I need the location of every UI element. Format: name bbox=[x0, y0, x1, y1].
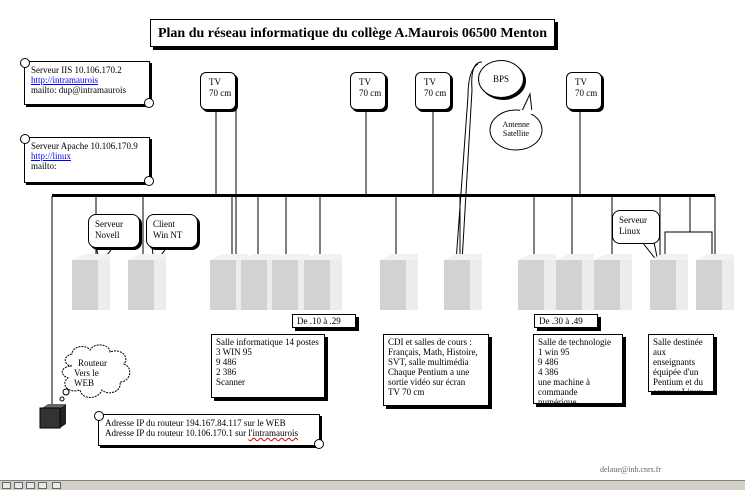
backbone-bus bbox=[52, 194, 715, 197]
tv-label: TV bbox=[209, 77, 221, 87]
tv-3: TV 70 cm bbox=[415, 72, 451, 110]
computer-cdi-1 bbox=[380, 254, 418, 310]
novell-callout: Serveur Novell bbox=[88, 214, 140, 248]
room-line: commande numérique bbox=[538, 387, 578, 407]
page-view-icon[interactable] bbox=[38, 482, 47, 489]
room-line: Salle informatique 14 postes bbox=[216, 337, 319, 347]
iis-server-note: Serveur IIS 10.106.170.2 http://intramau… bbox=[20, 58, 154, 108]
room-line: 3 WIN 95 bbox=[216, 347, 252, 357]
iis-server-address: Serveur IIS 10.106.170.2 bbox=[31, 65, 122, 75]
computer-info-4 bbox=[304, 254, 342, 310]
author-email[interactable]: delaue@inh.cnrs.fr bbox=[600, 465, 662, 474]
router-device-icon bbox=[39, 404, 66, 429]
antenna-label: Antenne Satellite bbox=[496, 120, 536, 138]
iis-server-mail[interactable]: mailto: dup@intramaurois bbox=[31, 85, 127, 95]
room-line: TV 70 cm bbox=[388, 387, 425, 397]
computer-techno-3 bbox=[594, 254, 632, 310]
range-label: De .10 à .29 bbox=[292, 314, 356, 328]
antenna-line: Satellite bbox=[502, 129, 530, 138]
computer-cdi-2 bbox=[444, 254, 482, 310]
client-callout: Client Win NT bbox=[146, 214, 198, 248]
router-cloud-shape bbox=[59, 344, 131, 402]
intramaurois-word: l'intramaurois bbox=[248, 428, 299, 438]
linux-callout: Serveur Linux bbox=[612, 210, 660, 244]
room-line: Salle destinée bbox=[653, 337, 703, 347]
computer-teachers bbox=[696, 254, 734, 310]
tv-size: 70 cm bbox=[209, 88, 232, 98]
room-line: équipée d'un bbox=[653, 367, 699, 377]
callout-line: Win NT bbox=[153, 230, 183, 240]
outline-view-icon[interactable] bbox=[26, 482, 35, 489]
tv-label: TV bbox=[359, 77, 371, 87]
room-line: Scanner bbox=[216, 377, 245, 387]
router-ip-intranet-text: Adresse IP du routeur 10.106.170.1 sur bbox=[105, 428, 249, 438]
router-line: WEB bbox=[74, 378, 94, 388]
computer-client bbox=[128, 254, 166, 310]
tv-size: 70 cm bbox=[424, 88, 447, 98]
antenna-line: Antenne bbox=[502, 120, 530, 129]
room-line: Pentium et du bbox=[653, 377, 703, 387]
scroll-left-icon[interactable] bbox=[52, 482, 61, 489]
tv-size: 70 cm bbox=[359, 88, 382, 98]
iis-server-link[interactable]: http://intramaurois bbox=[31, 75, 98, 85]
tv-size: 70 cm bbox=[575, 88, 598, 98]
router-ip-web: Adresse IP du routeur 194.167.84.117 sur… bbox=[105, 418, 286, 428]
computer-linux-server bbox=[650, 254, 688, 310]
room-techno: Salle de technologie 1 win 95 9 486 4 38… bbox=[533, 334, 623, 407]
apache-server-link[interactable]: http://linux bbox=[31, 151, 72, 161]
callout-line: Novell bbox=[95, 230, 120, 240]
status-bar bbox=[0, 480, 745, 490]
bps-label: BPS bbox=[492, 74, 509, 84]
computer-techno-2 bbox=[556, 254, 594, 310]
room-line: sortie vidéo sur écran bbox=[388, 377, 466, 387]
room-line: Salle de technologie bbox=[538, 337, 611, 347]
room-line: 9 486 bbox=[216, 357, 237, 367]
router-ip-intranet: Adresse IP du routeur 10.106.170.1 sur l… bbox=[105, 428, 313, 438]
room-info: Salle informatique 14 postes 3 WIN 95 9 … bbox=[211, 334, 325, 398]
computer-novell bbox=[72, 254, 110, 310]
room-line: 9 486 bbox=[538, 357, 559, 367]
antenna-bubble-shape bbox=[489, 92, 543, 151]
room-line: aux enseignants bbox=[653, 347, 695, 367]
callout-line: Serveur bbox=[619, 215, 647, 225]
room-line: SVT, salle multimédia bbox=[388, 357, 469, 367]
callout-line: Linux bbox=[619, 226, 641, 236]
router-label: Routeur Vers le WEB bbox=[74, 358, 124, 388]
tv-label: TV bbox=[575, 77, 587, 87]
room-line: 1 win 95 bbox=[538, 347, 570, 357]
diagram-title: Plan du réseau informatique du collège A… bbox=[150, 19, 555, 47]
router-line: Routeur bbox=[78, 358, 107, 368]
tv-1: TV 70 cm bbox=[200, 72, 236, 110]
callout-line: Serveur bbox=[95, 219, 123, 229]
apache-server-address: Serveur Apache 10.106.170.9 bbox=[31, 141, 138, 151]
tv-4: TV 70 cm bbox=[566, 72, 602, 110]
room-teachers: Salle destinée aux enseignants équipée d… bbox=[648, 334, 714, 397]
callout-line: Client bbox=[153, 219, 175, 229]
router-ip-note: Adresse IP du routeur 194.167.84.117 sur… bbox=[94, 411, 324, 449]
tv-2: TV 70 cm bbox=[350, 72, 386, 110]
room-line: Français, Math, Histoire, bbox=[388, 347, 478, 357]
apache-server-note: Serveur Apache 10.106.170.9 http://linux… bbox=[20, 134, 154, 186]
range-label: De .30 à .49 bbox=[534, 314, 598, 328]
room-cdi: CDI et salles de cours : Français, Math,… bbox=[383, 334, 489, 406]
router-line: Vers le bbox=[74, 368, 99, 378]
room-line: 4 386 bbox=[538, 367, 559, 377]
computer-techno-1 bbox=[518, 254, 556, 310]
layout-view-icon[interactable] bbox=[14, 482, 23, 489]
bps-node: BPS bbox=[478, 60, 524, 98]
normal-view-icon[interactable] bbox=[2, 482, 11, 489]
room-line: CDI et salles de cours : bbox=[388, 337, 472, 347]
room-line: une machine à bbox=[538, 377, 590, 387]
tv-label: TV bbox=[424, 77, 436, 87]
apache-server-mail[interactable]: mailto: bbox=[31, 161, 57, 171]
room-line: serveur Linux bbox=[653, 387, 704, 397]
room-line: 2 386 bbox=[216, 367, 237, 377]
room-line: Chaque Pentium a une bbox=[388, 367, 470, 377]
